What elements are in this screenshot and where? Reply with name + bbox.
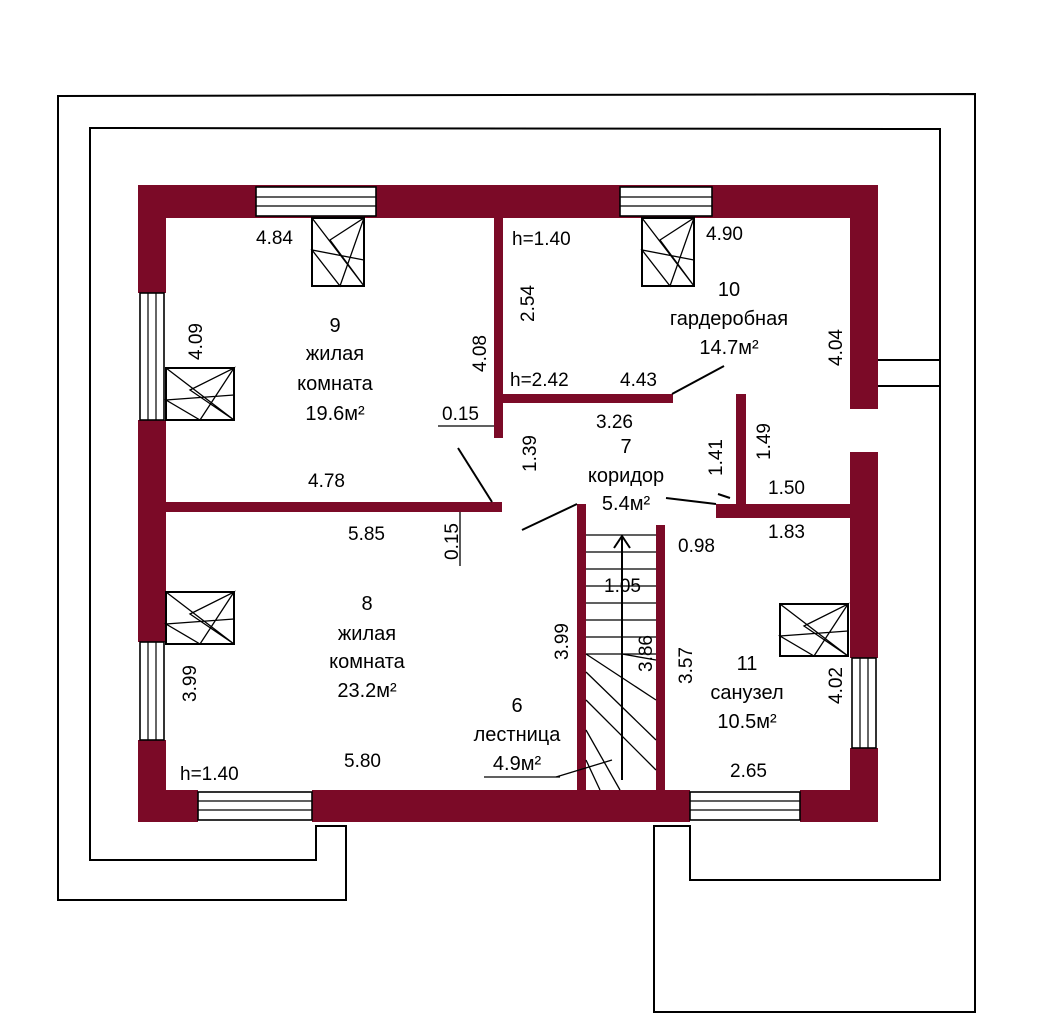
room-number: 7: [620, 436, 631, 458]
room-name: гардеробная: [670, 308, 788, 330]
dim-1-83: 1.83: [768, 522, 805, 543]
dim-5-85: 5.85: [348, 524, 385, 545]
dim-0-15-a: 0.15: [442, 404, 479, 425]
room-name: жилая: [306, 343, 364, 365]
staircase: [585, 534, 657, 791]
dim-3-26: 3.26: [596, 412, 633, 433]
room-area: 5.4м²: [602, 493, 651, 515]
room-name: жилая: [338, 623, 396, 645]
radiator-room9-left: [163, 366, 236, 421]
window-left-lower: [139, 641, 165, 741]
dim-4-84: 4.84: [256, 228, 293, 249]
dim-4-78: 4.78: [308, 471, 345, 492]
room-number: 11: [737, 653, 758, 675]
leader-lines: [438, 425, 613, 778]
window-top-right: [619, 186, 713, 217]
dim-4-43: 4.43: [620, 370, 657, 391]
door-swings: [457, 365, 731, 531]
room-area: 4.9м²: [493, 753, 542, 775]
dim-3-99-left: 3.99: [180, 665, 201, 702]
dim-2-54: 2.54: [518, 285, 539, 322]
dim-1-41: 1.41: [706, 439, 727, 476]
room-name: комната: [329, 651, 406, 673]
window-left-upper: [139, 292, 165, 421]
radiator-room8-left: [163, 590, 236, 645]
room-9-label: 9 жилая комната 19.6м²: [297, 315, 374, 425]
dimension-labels-vertical: 4.09 4.08 2.54 4.04 1.39 1.41 1.49 0.15 …: [180, 285, 847, 704]
room-number: 9: [329, 315, 340, 337]
dim-5-80: 5.80: [344, 751, 381, 772]
room-6-label: 6 лестница 4.9м²: [474, 695, 562, 775]
dim-4-08: 4.08: [470, 335, 491, 372]
dim-0-15-b: 0.15: [442, 523, 463, 560]
room-name: коридор: [588, 465, 664, 487]
window-bottom-left: [197, 791, 313, 821]
dim-h-1-40-top: h=1.40: [512, 229, 571, 250]
dim-3-99-mid: 3.99: [552, 623, 573, 660]
dim-0-98: 0.98: [678, 536, 715, 557]
dim-3-86: 3.86: [636, 635, 657, 672]
dim-h-1-40-bottom: h=1.40: [180, 764, 239, 785]
radiator-room10-top: [640, 216, 696, 288]
window-right: [851, 657, 877, 749]
dim-2-65: 2.65: [730, 761, 767, 782]
radiator-room9-top: [310, 216, 366, 288]
window-top-left: [255, 186, 377, 217]
dim-1-05: 1.05: [604, 576, 641, 597]
room-number: 6: [511, 695, 522, 717]
dim-1-49: 1.49: [754, 423, 775, 460]
room-name: лестница: [474, 724, 562, 746]
room-number: 8: [361, 593, 372, 615]
room-area: 19.6м²: [305, 403, 365, 425]
dim-1-39: 1.39: [520, 435, 541, 472]
room-name: комната: [297, 373, 374, 395]
room-area: 10.5м²: [717, 711, 777, 733]
room-11-label: 11 санузел 10.5м²: [710, 653, 783, 733]
dim-3-57: 3.57: [676, 647, 697, 684]
room-number: 10: [718, 279, 740, 301]
room-area: 14.7м²: [699, 337, 759, 359]
dim-4-02: 4.02: [826, 667, 847, 704]
room-7-label: 7 коридор 5.4м²: [588, 436, 664, 515]
radiator-room11-right: [777, 602, 850, 657]
room-name: санузел: [710, 682, 783, 704]
dim-4-04: 4.04: [826, 329, 847, 366]
dim-4-90: 4.90: [706, 224, 743, 245]
room-10-label: 10 гардеробная 14.7м²: [670, 279, 788, 359]
room-area: 23.2м²: [337, 680, 397, 702]
dim-1-50: 1.50: [768, 478, 805, 499]
dimension-labels: 4.84 h=1.40 4.90 h=2.42 4.43 0.15 3.26 4…: [180, 224, 805, 785]
room-8-label: 8 жилая комната 23.2м²: [329, 593, 406, 702]
window-bottom-right: [689, 791, 801, 821]
dim-4-09: 4.09: [186, 323, 207, 360]
walls: [138, 185, 878, 822]
terrace-outline: [57, 92, 976, 1013]
dim-h-2-42: h=2.42: [510, 370, 569, 391]
right-door-opening: [878, 359, 940, 387]
